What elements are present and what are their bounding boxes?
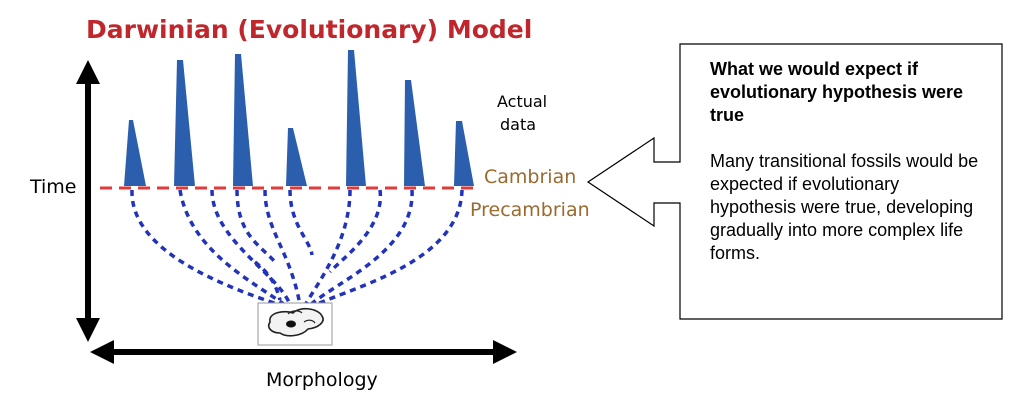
peak xyxy=(404,80,425,186)
time-axis-label: Time xyxy=(29,176,77,198)
branch-line xyxy=(288,189,314,256)
peak xyxy=(286,128,307,186)
cambrian-peaks xyxy=(124,50,474,186)
branch-line xyxy=(210,189,292,306)
peak xyxy=(346,50,366,186)
callout-content: What we would expect if evolutionary hyp… xyxy=(710,58,990,265)
branch-lines xyxy=(130,189,464,307)
peak xyxy=(124,120,146,186)
cambrian-label: Cambrian xyxy=(484,166,576,188)
branch-line xyxy=(253,260,282,301)
branch-line xyxy=(130,189,281,307)
callout-heading: What we would expect if evolutionary hyp… xyxy=(710,59,964,125)
peak xyxy=(454,121,474,186)
branch-line xyxy=(328,189,382,274)
diagram-title: Darwinian (Evolutionary) Model xyxy=(86,15,532,44)
branch-line xyxy=(314,189,464,307)
peak xyxy=(174,60,195,186)
actual-data-label-line1: Actual xyxy=(497,92,547,111)
branch-line xyxy=(178,189,287,307)
peak xyxy=(233,54,253,186)
morphology-axis-label: Morphology xyxy=(266,369,378,391)
branch-line xyxy=(308,189,414,307)
ancestral-organism-icon xyxy=(257,302,333,346)
precambrian-label: Precambrian xyxy=(470,199,590,221)
actual-data-label-line2: data xyxy=(500,115,536,134)
callout-box xyxy=(586,43,1003,320)
branch-line xyxy=(303,189,352,306)
branch-line xyxy=(235,189,277,264)
callout-body: Many transitional fossils would be expec… xyxy=(710,151,979,263)
branch-line xyxy=(263,189,302,306)
